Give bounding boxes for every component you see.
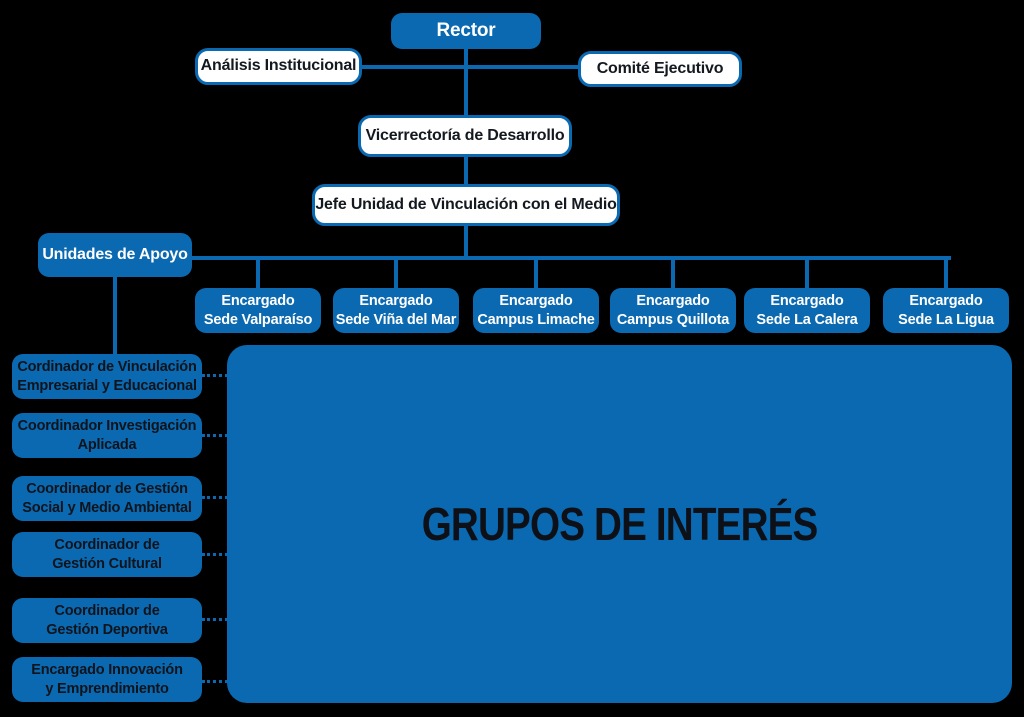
dotted-connector-coordinador-4 xyxy=(202,553,228,556)
coordinador-vinculacion-empresarial-label: Cordinador de Vinculación Empresarial y … xyxy=(17,358,197,394)
connector-stub-la-ligua xyxy=(944,259,948,288)
dotted-connector-coordinador-1 xyxy=(202,374,228,377)
unidades-de-apoyo-box: Unidades de Apoyo xyxy=(38,233,192,277)
connector-rector-vicerrectoria xyxy=(464,49,468,115)
dotted-connector-coordinador-3 xyxy=(202,496,228,499)
encargado-sede-valparaiso-label: Encargado Sede Valparaíso xyxy=(203,292,313,328)
connector-stub-la-calera xyxy=(805,259,809,288)
encargado-campus-limache-box: Encargado Campus Limache xyxy=(473,288,599,333)
coordinador-gestion-cultural-label: Coordinador de Gestión Cultural xyxy=(52,536,162,572)
connector-unidades-coordinadores xyxy=(113,277,117,354)
connector-stub-quillota xyxy=(671,259,675,288)
encargado-sede-vina-del-mar-box: Encargado Sede Viña del Mar xyxy=(333,288,459,333)
connector-vicerrectoria-jefe xyxy=(464,157,468,184)
encargado-campus-limache-label: Encargado Campus Limache xyxy=(477,292,595,328)
encargado-sede-valparaiso-box: Encargado Sede Valparaíso xyxy=(195,288,321,333)
rector-box: Rector xyxy=(391,13,541,49)
encargado-campus-quillota-box: Encargado Campus Quillota xyxy=(610,288,736,333)
coordinador-gestion-social-label: Coordinador de Gestión Social y Medio Am… xyxy=(22,480,192,516)
encargado-sede-la-calera-label: Encargado Sede La Calera xyxy=(756,292,858,328)
jefe-unidad-vinculacion-label: Jefe Unidad de Vinculación con el Medio xyxy=(315,195,617,213)
encargado-sede-vina-del-mar-label: Encargado Sede Viña del Mar xyxy=(335,292,457,328)
connector-distributor xyxy=(192,256,951,260)
connector-stub-limache xyxy=(534,259,538,288)
dotted-connector-coordinador-2 xyxy=(202,434,228,437)
vicerrectoria-box: Vicerrectoría de Desarrollo xyxy=(358,115,572,157)
encargado-sede-la-ligua-label: Encargado Sede La Ligua xyxy=(898,292,994,328)
coordinador-vinculacion-empresarial-box: Cordinador de Vinculación Empresarial y … xyxy=(12,354,202,399)
dotted-connector-coordinador-5 xyxy=(202,618,228,621)
comite-ejecutivo-label: Comité Ejecutivo xyxy=(596,59,724,77)
encargado-sede-la-calera-box: Encargado Sede La Calera xyxy=(744,288,870,333)
analisis-institucional-label: Análisis Institucional xyxy=(200,57,357,75)
coordinador-gestion-deportiva-box: Coordinador de Gestión Deportiva xyxy=(12,598,202,643)
coordinador-gestion-social-box: Coordinador de Gestión Social y Medio Am… xyxy=(12,476,202,521)
dotted-connector-coordinador-6 xyxy=(202,680,228,683)
connector-stub-valparaiso xyxy=(256,259,260,288)
encargado-innovacion-emprendimiento-label: Encargado Innovación y Emprendimiento xyxy=(31,661,183,697)
connector-analisis-comite xyxy=(362,65,578,69)
connector-stub-vina-del-mar xyxy=(394,259,398,288)
grupos-de-interes-box: GRUPOS DE INTERÉS xyxy=(227,345,1012,703)
rector-label: Rector xyxy=(436,19,496,41)
coordinador-investigacion-aplicada-label: Coordinador Investigación Aplicada xyxy=(17,417,197,453)
unidades-de-apoyo-label: Unidades de Apoyo xyxy=(42,245,188,263)
analisis-institucional-box: Análisis Institucional xyxy=(195,48,362,85)
connector-jefe-distributor xyxy=(464,226,468,259)
encargado-innovacion-emprendimiento-box: Encargado Innovación y Emprendimiento xyxy=(12,657,202,702)
encargado-sede-la-ligua-box: Encargado Sede La Ligua xyxy=(883,288,1009,333)
coordinador-gestion-cultural-box: Coordinador de Gestión Cultural xyxy=(12,532,202,577)
coordinador-investigacion-aplicada-box: Coordinador Investigación Aplicada xyxy=(12,413,202,458)
coordinador-gestion-deportiva-label: Coordinador de Gestión Deportiva xyxy=(46,602,168,638)
comite-ejecutivo-box: Comité Ejecutivo xyxy=(578,51,742,87)
grupos-de-interes-title: GRUPOS DE INTERÉS xyxy=(421,498,819,550)
encargado-campus-quillota-label: Encargado Campus Quillota xyxy=(616,292,730,328)
vicerrectoria-label: Vicerrectoría de Desarrollo xyxy=(365,126,565,144)
jefe-unidad-vinculacion-box: Jefe Unidad de Vinculación con el Medio xyxy=(312,184,620,226)
